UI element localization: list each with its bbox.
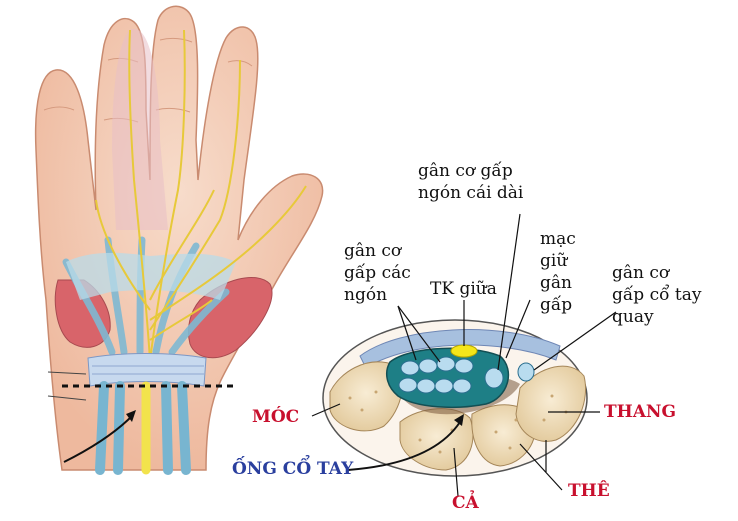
label-median-nerve: TK giữa [430, 279, 497, 299]
tunnel-arrow-hand [63, 415, 133, 463]
pointer-lines [311, 213, 617, 497]
tunnel-arrow-section [347, 421, 461, 471]
label-flexor-retinaculum: mạc giữ gân gấp [540, 228, 576, 316]
label-fpl-line-1: gân cơ gấp [418, 161, 513, 181]
flexor-carpi-radialis-tendon [517, 362, 535, 382]
label-fr-line-2: giữ [540, 251, 568, 271]
trapezium-bone [515, 365, 587, 442]
label-fpl-line-2: ngón cái dài [418, 183, 524, 203]
median-territory-shade [112, 28, 168, 231]
label-carpal-tunnel: ỐNG CỔ TAY [232, 459, 354, 479]
wrist-line-2 [47, 395, 87, 401]
median-nerve-section [450, 344, 478, 358]
tunnel-arrow-hand-head [126, 410, 136, 422]
retinaculum-fibers [92, 365, 204, 375]
label-flexor-carpi-radialis: gân cơ gấp cổ tay quay [612, 262, 701, 328]
bone-texture [348, 390, 568, 454]
tunnel-arrow-section-head [454, 414, 464, 426]
label-flexor-pollicis-longus: gân cơ gấp ngón cái dài [418, 160, 523, 204]
label-trapezoid: THÊ [568, 481, 610, 501]
wrist-line-1 [47, 371, 87, 375]
label-fr-line-4: gấp [540, 295, 573, 315]
retinaculum-band [87, 353, 207, 387]
label-fr-line-3: gân [540, 273, 572, 293]
label-fcr-line-2: gấp cổ tay [612, 285, 702, 305]
retinaculum-section [359, 329, 561, 369]
label-fr-line-1: mạc [540, 229, 576, 249]
label-fd-line-3: ngón [344, 285, 388, 305]
hand [34, 5, 324, 475]
label-hamate: MÓC [252, 407, 300, 427]
label-fcr-line-3: quay [612, 307, 654, 327]
label-fcr-line-1: gân cơ [612, 263, 670, 283]
label-flexor-digitorum: gân cơ gấp các ngón [344, 240, 411, 306]
flexor-pollicis-longus-tendon [484, 367, 504, 389]
cross-section [311, 213, 617, 497]
label-fd-line-1: gân cơ [344, 241, 402, 261]
hypothenar-muscle [54, 279, 111, 348]
hand-outline [34, 5, 324, 471]
median-nerve-branches [95, 29, 307, 361]
flexor-digitorum-tendons [398, 356, 474, 394]
label-fd-line-2: gấp các [344, 263, 411, 283]
label-trapezium: THANG [604, 402, 676, 422]
label-capitate: CẢ [452, 493, 479, 513]
